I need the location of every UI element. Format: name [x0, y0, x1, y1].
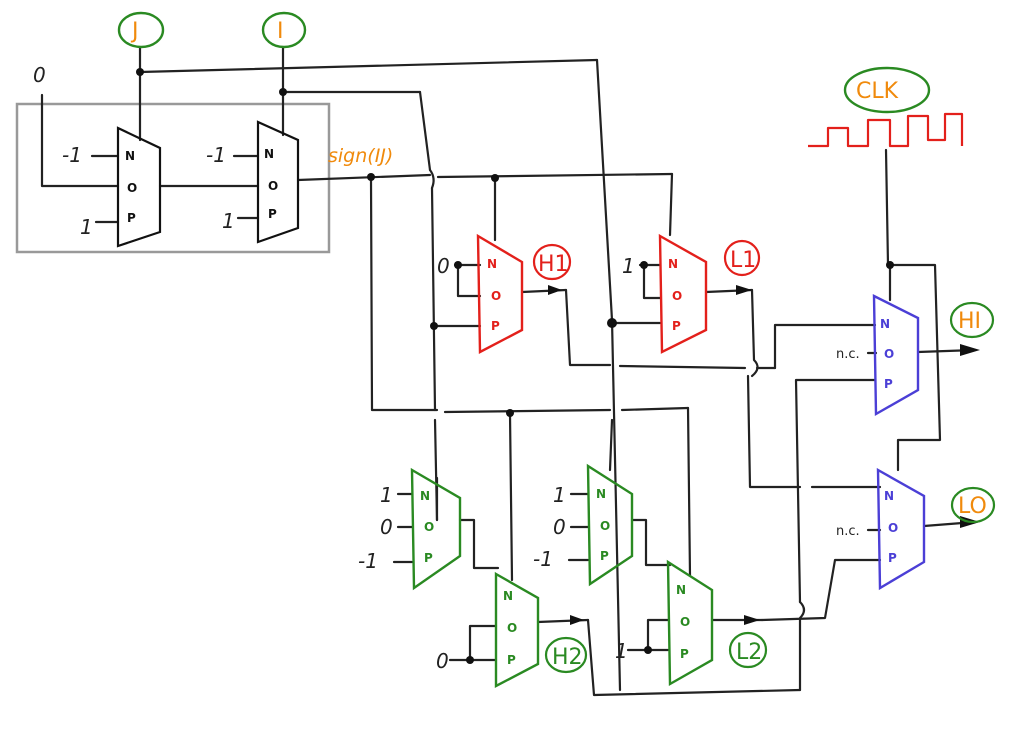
lo-nc-label: n.c. [836, 524, 860, 539]
mux-letter-n: N [503, 589, 513, 603]
h2-label-text: H2 [552, 645, 583, 670]
mux-letter-n: N [880, 317, 890, 331]
l1-label-text: L1 [730, 248, 756, 273]
l1-output-label: L1 [723, 239, 761, 277]
hi-output-label: HI [949, 301, 995, 339]
l2-label-text: L2 [736, 640, 762, 665]
mux-letter-o: O [127, 181, 137, 195]
mux-letter-n: N [676, 583, 686, 597]
green-b-n-label: 1 [553, 483, 566, 507]
green-a-n-label: 1 [380, 483, 393, 507]
input-i: I [261, 11, 307, 49]
l1-n-label: 1 [622, 254, 635, 278]
mux-letter-o: O [507, 621, 517, 635]
h2-output-label: H2 [544, 636, 588, 674]
mux-letter-n: N [264, 147, 274, 161]
mux-letter-p: P [888, 551, 897, 565]
mux-letter-o: O [424, 520, 434, 534]
mux-letter-n: N [668, 257, 678, 271]
mux-letter-o: O [672, 289, 682, 303]
mux-letter-o: O [888, 521, 898, 535]
mux-letter-p: P [268, 207, 277, 221]
mux-letter-o: O [268, 179, 278, 193]
mux1-p-label: 1 [80, 215, 93, 239]
sign-mux-2: N O P [256, 120, 300, 244]
zero-input-label: 0 [33, 63, 46, 87]
sign-ij-label: sign(IJ) [328, 145, 393, 167]
mux-letter-o: O [491, 289, 501, 303]
input-clk-label: CLK [856, 79, 899, 104]
mux-h1: N O P [476, 233, 524, 354]
mux-letter-p: P [672, 319, 681, 333]
h2-input-label: 0 [436, 649, 449, 673]
clock-waveform-icon [808, 112, 964, 148]
mux-letter-p: P [507, 653, 516, 667]
lo-label-text: LO [958, 494, 987, 519]
mux-hi: N O P [872, 294, 920, 417]
input-j-label: J [130, 19, 139, 44]
mux2-n-label: -1 [206, 143, 226, 167]
l2-input-label: 1 [615, 639, 628, 663]
mux-letter-p: P [680, 647, 689, 661]
mux-letter-o: O [600, 519, 610, 533]
mux-letter-n: N [884, 489, 894, 503]
green-b-p-label: -1 [533, 547, 553, 571]
mux-letter-o: O [884, 347, 894, 361]
green-b-o-label: 0 [553, 515, 566, 539]
mux-letter-n: N [596, 487, 606, 501]
mux-l2: N O P [666, 559, 714, 687]
mux2-p-label: 1 [222, 209, 235, 233]
h1-output-label: H1 [532, 243, 572, 281]
h1-label-text: H1 [538, 252, 569, 277]
mux-letter-p: P [884, 377, 893, 391]
mux1-n-label: -1 [62, 143, 82, 167]
h1-n-label: 0 [437, 254, 450, 278]
mux-letter-p: P [127, 211, 136, 225]
green-a-o-label: 0 [380, 515, 393, 539]
mux-letter-n: N [125, 149, 135, 163]
mux-letter-p: P [424, 551, 433, 565]
lo-output-label: LO [950, 486, 996, 524]
green-a-p-label: -1 [358, 549, 378, 573]
mux-letter-p: P [600, 549, 609, 563]
mux-letter-n: N [487, 257, 497, 271]
mux-letter-o: O [680, 615, 690, 629]
l2-output-label: L2 [728, 631, 768, 669]
hi-nc-label: n.c. [836, 347, 860, 362]
junction-dots [136, 68, 894, 664]
sign-mux-1: N O P [116, 126, 162, 248]
mux-green-a: N O P [410, 467, 462, 591]
input-clk: CLK [843, 66, 931, 114]
mux-h2: N O P [494, 571, 540, 688]
mux-lo: N O P [876, 467, 926, 591]
input-i-label: I [277, 19, 284, 44]
input-j: J [117, 11, 165, 49]
mux-l1: N O P [658, 233, 708, 354]
mux-letter-n: N [420, 489, 430, 503]
mux-green-b: N O P [586, 463, 634, 587]
mux-letter-p: P [491, 319, 500, 333]
hi-label-text: HI [958, 309, 981, 334]
